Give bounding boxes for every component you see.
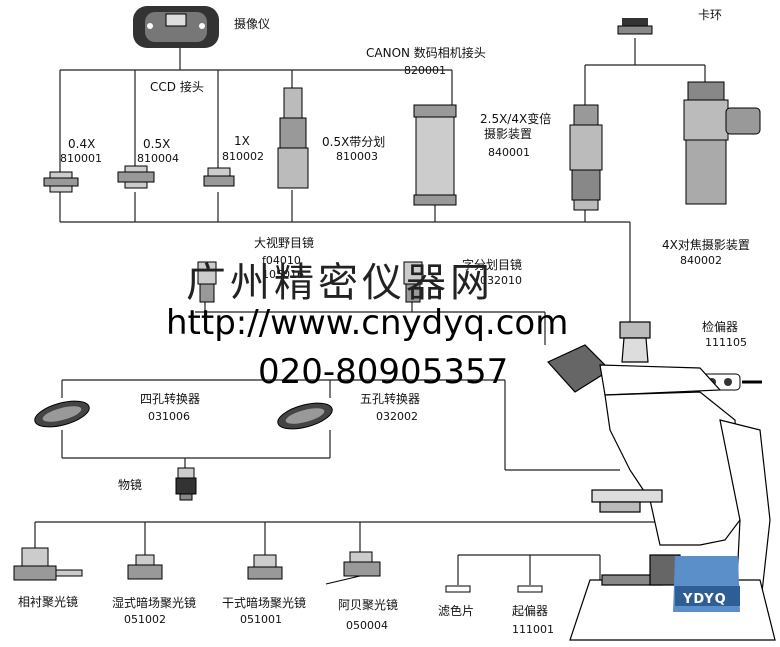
wide-field-eyepiece-icon [197, 261, 217, 303]
logo-text: YDYQ [683, 592, 727, 607]
adapter-05x-icon [117, 165, 155, 189]
adapter-05x-code: 810004 [137, 152, 179, 165]
ydyq-logo [673, 556, 740, 612]
zoom-unit-icon [569, 104, 603, 211]
adapter-1x-label: 1X [234, 134, 250, 148]
phase-condenser-label: 相衬聚光镜 [18, 595, 79, 609]
wide-eyepiece-label: 大视野目镜 [254, 236, 315, 250]
filter-icon [445, 585, 471, 593]
wet-condenser-code: 051002 [124, 613, 166, 626]
focus-4x-label: 4X对焦摄影装置 [662, 238, 750, 252]
ring-label: 卡环 [698, 8, 723, 22]
focus-4x-code: 840002 [680, 254, 722, 267]
watermark-url: http://www.cnydyq.com [166, 303, 569, 343]
abbe-condenser-code: 050004 [346, 619, 388, 632]
quad-nosepiece-label: 四孔转换器 [140, 392, 201, 406]
adapter-04x-icon [43, 171, 79, 193]
reticle-eyepiece-icon [403, 261, 423, 303]
reticle-eyepiece-label: 字分划目镜 [462, 258, 523, 272]
quad-nosepiece-code: 031006 [148, 410, 190, 423]
adapter-05x-label: 0.5X [143, 137, 171, 151]
ccd-adapter-label: CCD 接头 [150, 80, 204, 94]
quintuple-nosepiece-icon [277, 402, 333, 430]
quint-nosepiece-label: 五孔转换器 [360, 392, 421, 406]
wet-darkfield-condenser-icon [127, 554, 163, 580]
polarizer-code: 111001 [512, 623, 554, 636]
quadruple-nosepiece-icon [34, 400, 90, 428]
dry-condenser-code: 051001 [240, 613, 282, 626]
adapter-04x-code: 810001 [60, 152, 102, 165]
quint-nosepiece-code: 032002 [376, 410, 418, 423]
adapter-04x-label: 0.4X [68, 137, 96, 151]
watermark-phone: 020-80905357 [258, 352, 509, 392]
wet-condenser-label: 湿式暗场聚光镜 [112, 596, 197, 610]
reticle-adapter-icon [277, 87, 309, 189]
canon-adapter-label: CANON 数码相机接头 [366, 46, 486, 60]
abbe-condenser-label: 阿贝聚光镜 [338, 598, 399, 612]
analyzer-code: 111105 [705, 336, 747, 349]
dry-condenser-label: 干式暗场聚光镜 [222, 596, 307, 610]
zoom-unit-code: 840001 [488, 146, 530, 159]
analyzer-label: 检偏器 [702, 320, 739, 334]
polarizer-label: 起偏器 [512, 604, 549, 618]
objective-label: 物镜 [118, 478, 143, 492]
microscope-icon [547, 321, 776, 641]
phase-condenser-icon [13, 547, 83, 581]
wide-eyepiece-code-2: 105016 [262, 268, 304, 281]
polarizer-icon [517, 585, 543, 593]
ring-icon [617, 18, 653, 35]
zoom-unit-label-2: 摄影装置 [484, 127, 533, 141]
adapter-1x-icon [203, 167, 235, 187]
reticle-adapter-label: 0.5X带分划 [322, 135, 386, 149]
camera-icon [133, 6, 219, 48]
zoom-unit-label: 2.5X/4X变倍 [480, 112, 552, 126]
filter-label: 滤色片 [438, 604, 475, 618]
wide-eyepiece-code-1: f04010 [262, 254, 301, 267]
dry-darkfield-condenser-icon [247, 554, 283, 580]
reticle-eyepiece-code: 032010 [480, 274, 522, 287]
reticle-adapter-code: 810003 [336, 150, 378, 163]
canon-adapter-icon [413, 104, 457, 206]
camera-label: 摄像仪 [234, 17, 271, 31]
adapter-1x-code: 810002 [222, 150, 264, 163]
abbe-condenser-icon [325, 551, 381, 585]
canon-adapter-code: 820001 [404, 64, 446, 77]
watermark-company: 广州精密仪器网 [186, 260, 494, 306]
focus-4x-unit-icon [683, 81, 761, 205]
objective-icon [175, 467, 197, 501]
